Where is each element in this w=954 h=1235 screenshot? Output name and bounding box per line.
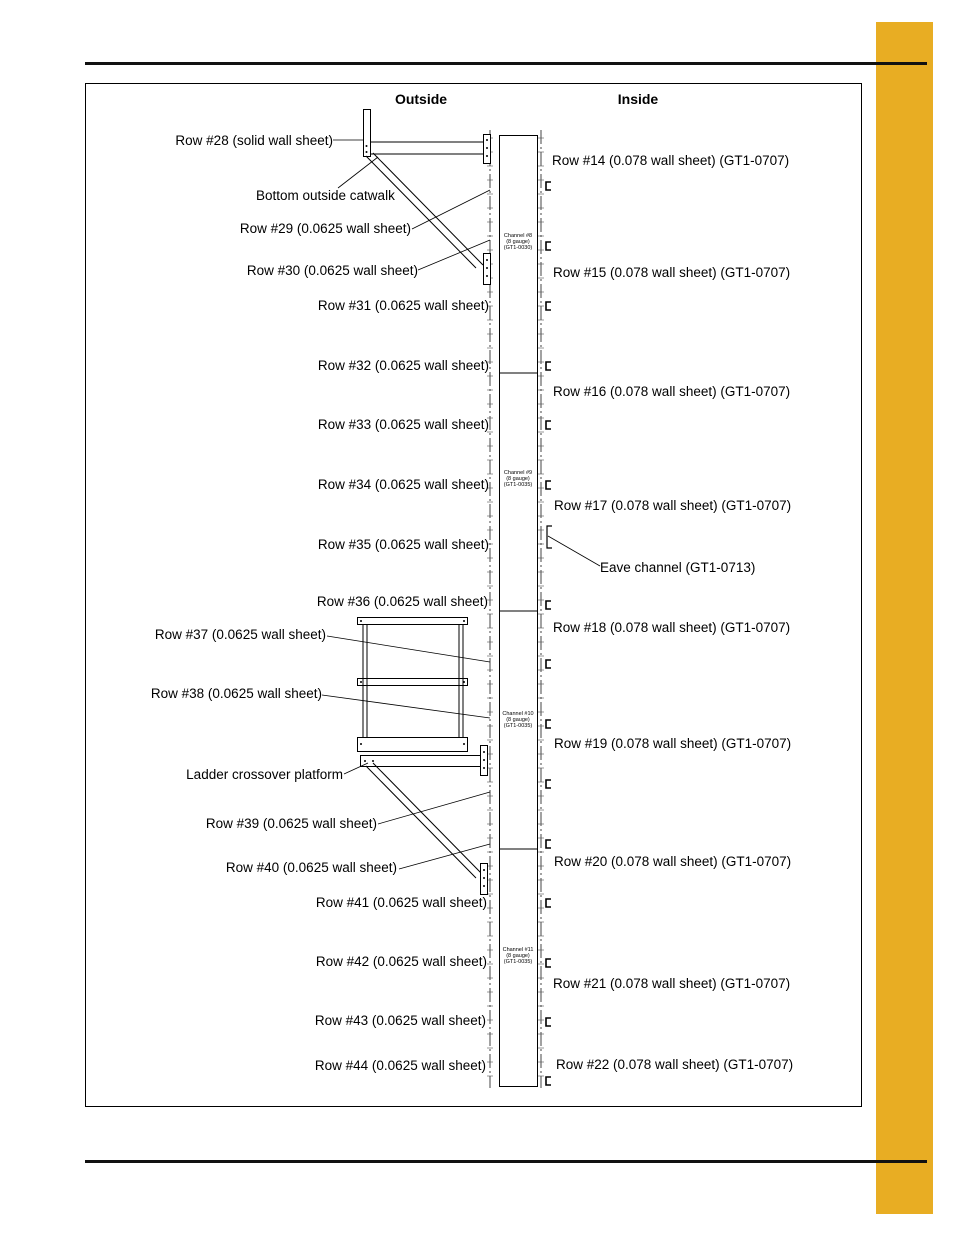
inside-clip [545, 241, 551, 251]
label-row-21: Row #21 (0.078 wall sheet) (GT1-0707) [553, 976, 790, 991]
label-row-16: Row #16 (0.078 wall sheet) (GT1-0707) [553, 384, 790, 399]
label-row-34: Row #34 (0.0625 wall sheet) [318, 477, 489, 492]
inside-clip [545, 898, 551, 908]
label-row-33: Row #33 (0.0625 wall sheet) [318, 417, 489, 432]
label-bottom-outside-catwalk: Bottom outside catwalk [256, 188, 395, 203]
diagram-frame [85, 83, 862, 1107]
label-row-39: Row #39 (0.0625 wall sheet) [206, 816, 377, 831]
label-row-38: Row #38 (0.0625 wall sheet) [151, 686, 322, 701]
label-eave-channel: Eave channel (GT1-0713) [600, 560, 755, 575]
label-row-30: Row #30 (0.0625 wall sheet) [247, 263, 418, 278]
top-rule [85, 62, 927, 65]
inside-clip [545, 420, 551, 430]
inside-clip [545, 719, 551, 729]
label-row-40: Row #40 (0.0625 wall sheet) [226, 860, 397, 875]
inside-clip [545, 958, 551, 968]
bottom-outside-catwalk [363, 109, 491, 285]
bottom-rule [85, 1160, 927, 1163]
inside-clip [545, 779, 551, 789]
label-row-32: Row #32 (0.0625 wall sheet) [318, 358, 489, 373]
channel-label: Channel #8(8 gauge)(GT1-0030) [504, 233, 533, 251]
label-row-35: Row #35 (0.0625 wall sheet) [318, 537, 489, 552]
label-row-28: Row #28 (solid wall sheet) [175, 133, 333, 148]
label-row-15: Row #15 (0.078 wall sheet) (GT1-0707) [553, 265, 790, 280]
label-ladder-crossover-platform: Ladder crossover platform [186, 767, 343, 782]
label-row-41: Row #41 (0.0625 wall sheet) [316, 895, 487, 910]
label-row-36: Row #36 (0.0625 wall sheet) [317, 594, 488, 609]
label-row-37: Row #37 (0.0625 wall sheet) [155, 627, 326, 642]
label-row-19: Row #19 (0.078 wall sheet) (GT1-0707) [554, 736, 791, 751]
inside-clip [545, 1017, 551, 1027]
channel-label: Channel #9(8 gauge)(GT1-0035) [504, 470, 533, 488]
label-row-29: Row #29 (0.0625 wall sheet) [240, 221, 411, 236]
inside-clip [545, 361, 551, 371]
outside-header: Outside [395, 91, 447, 107]
channel-label: Channel #11(8 gauge)(GT1-0035) [503, 947, 534, 965]
inside-clip [545, 301, 551, 311]
wall-sheet-seams [487, 137, 544, 1077]
inside-clip [545, 480, 551, 490]
inside-header: Inside [618, 91, 659, 107]
label-row-14: Row #14 (0.078 wall sheet) (GT1-0707) [552, 153, 789, 168]
inside-clip [545, 659, 551, 669]
inside-clip [545, 600, 551, 610]
inside-clip [545, 1076, 551, 1086]
label-row-22: Row #22 (0.078 wall sheet) (GT1-0707) [556, 1057, 793, 1072]
eave-channel [546, 525, 552, 549]
leader-lines [321, 139, 601, 870]
label-row-18: Row #18 (0.078 wall sheet) (GT1-0707) [553, 620, 790, 635]
label-row-42: Row #42 (0.0625 wall sheet) [316, 954, 487, 969]
ladder-crossover-platform [357, 617, 488, 895]
label-row-17: Row #17 (0.078 wall sheet) (GT1-0707) [554, 498, 791, 513]
channel-label: Channel #10(8 gauge)(GT1-0035) [502, 711, 533, 729]
inside-clip [545, 839, 551, 849]
label-row-43: Row #43 (0.0625 wall sheet) [315, 1013, 486, 1028]
label-row-20: Row #20 (0.078 wall sheet) (GT1-0707) [554, 854, 791, 869]
label-row-44: Row #44 (0.0625 wall sheet) [315, 1058, 486, 1073]
label-row-31: Row #31 (0.0625 wall sheet) [318, 298, 489, 313]
chapter-tab [876, 22, 933, 1214]
inside-clip [545, 181, 551, 191]
inside-clips [545, 181, 551, 1086]
